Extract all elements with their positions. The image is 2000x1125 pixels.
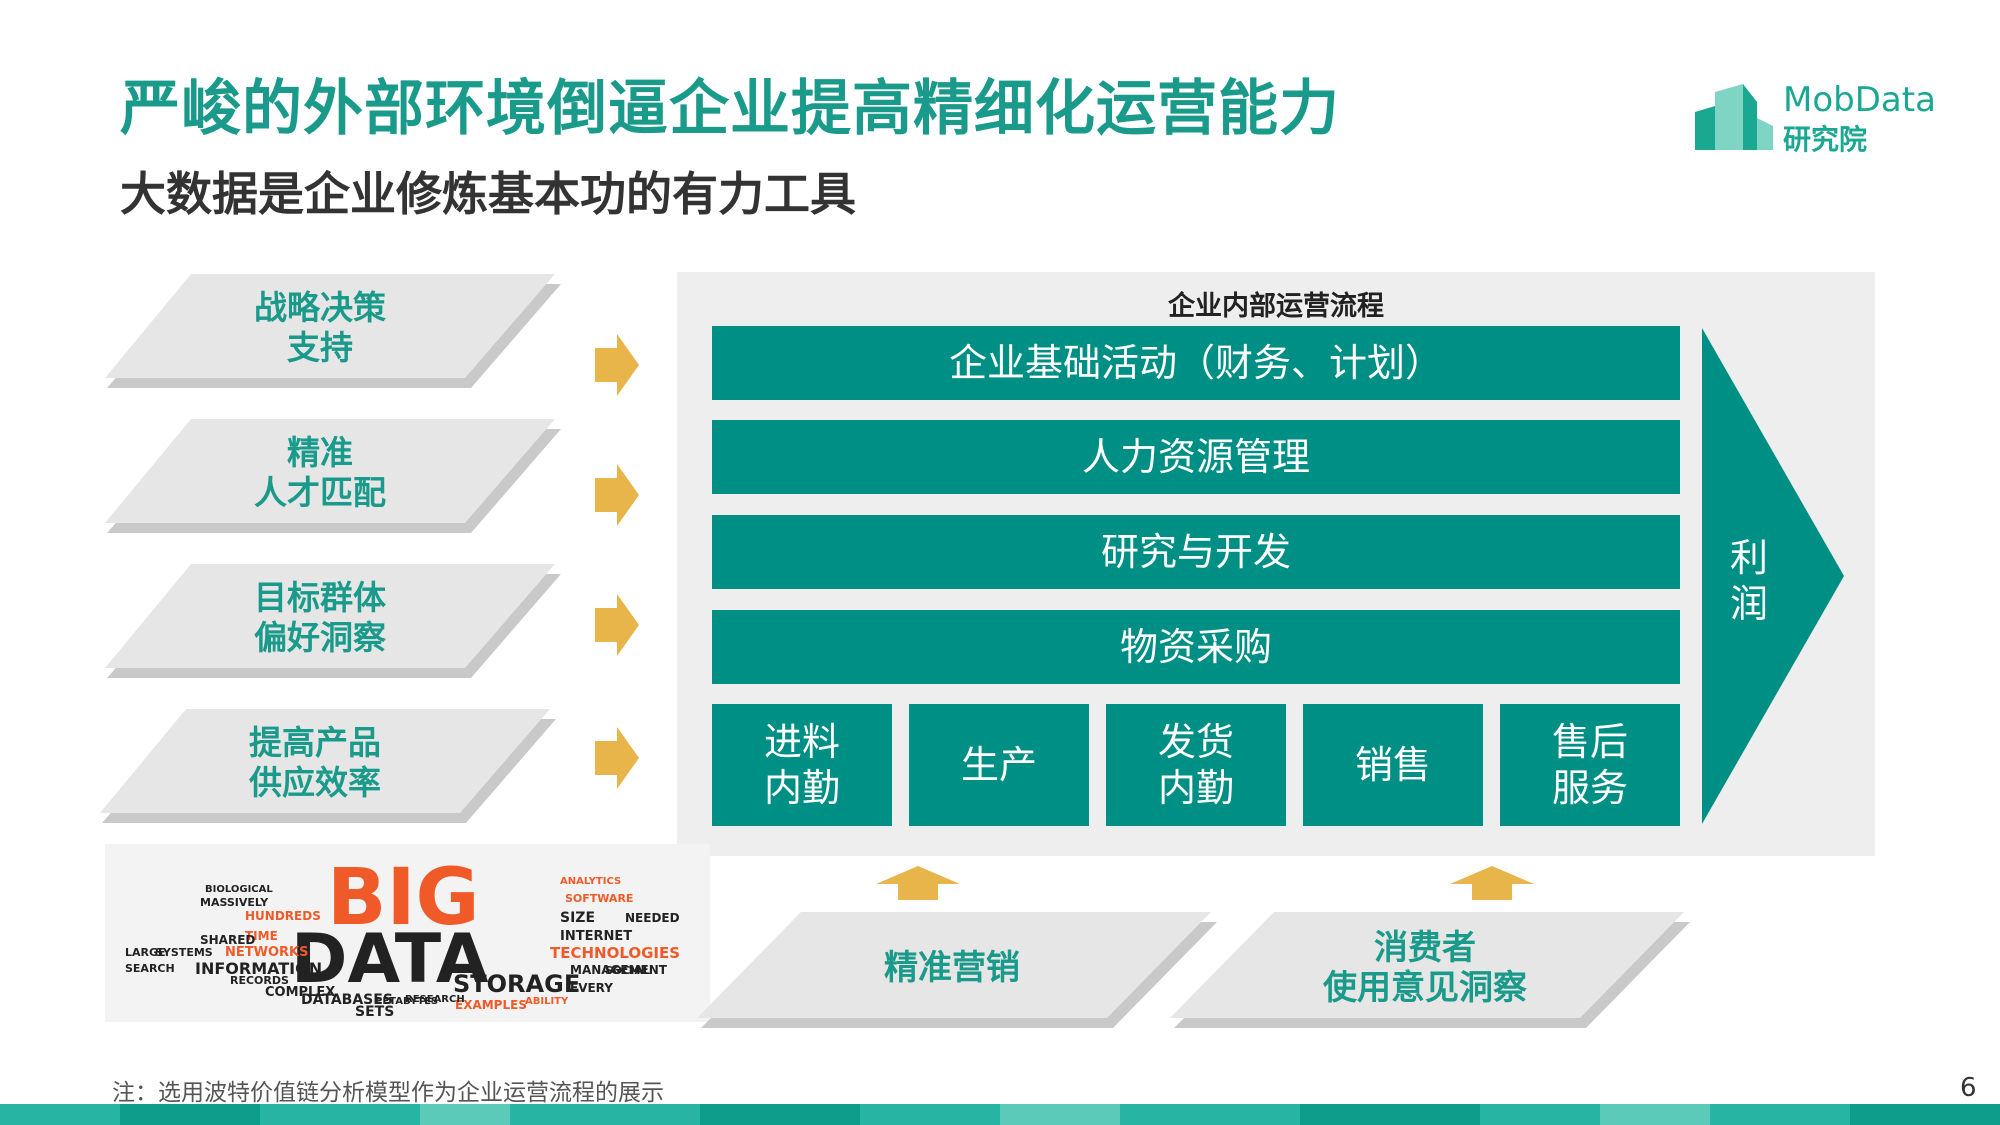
card-shape: [100, 709, 556, 823]
card-consumer-insight: 消费者 使用意见洞察: [1170, 912, 1690, 1028]
card-shape: [105, 419, 561, 533]
word-cloud-small-word: RESEARCH: [405, 994, 465, 1005]
box-line1: 销售: [1354, 743, 1431, 787]
card-strategy: 战略决策 支持: [105, 274, 561, 388]
primary-service: 售后服务: [1500, 704, 1680, 826]
word-cloud-small-word: ANALYTICS: [560, 876, 621, 887]
primary-outbound-logistics: 发货内勤: [1106, 704, 1286, 826]
box-line1: 发货: [1157, 720, 1234, 764]
word-cloud: BIG DATA STORAGE SOFTWARE SIZE NEEDED INTER…: [125, 853, 680, 1020]
word-cloud-small-word: SOFTWARE: [565, 892, 633, 905]
profit-label: 利 润: [1718, 535, 1780, 627]
word-cloud-small-word: INTERNET: [560, 929, 632, 944]
card-label-line1: 目标群体: [254, 578, 386, 617]
word-cloud-small-word: MASSIVELY: [200, 896, 269, 909]
word-data: DATA: [291, 920, 489, 999]
word-cloud-small-word: SHARED: [200, 933, 255, 947]
word-cloud-small-word: LARGE: [125, 946, 166, 959]
box-line2: 服务: [1551, 766, 1628, 810]
bcard-label-line2: 使用意见洞察: [1323, 968, 1527, 1008]
word-storage: STORAGE: [453, 970, 580, 998]
support-activity-hr: 人力资源管理: [712, 420, 1680, 494]
profit-line2: 润: [1729, 582, 1768, 626]
card-shape: [697, 912, 1217, 1028]
card-shape: [1170, 912, 1690, 1028]
card-shape: [105, 274, 561, 388]
profit-arrow-shape: [1702, 328, 1844, 824]
word-cloud-small-word: PETABYTES: [375, 996, 438, 1007]
word-cloud-small-word: SIZE: [560, 910, 595, 926]
arrow-right-icon: [595, 727, 639, 789]
card-label-line2: 供应效率: [249, 763, 381, 802]
box-line1: 进料: [763, 720, 840, 764]
card-label-line2: 人才匹配: [254, 473, 386, 512]
word-cloud-small-word: ABILITY: [525, 996, 569, 1007]
logo: [1695, 82, 1775, 152]
box-line1: 售后: [1551, 720, 1628, 764]
bcard-label-line1: 精准营销: [884, 948, 1020, 988]
card-label-line2: 支持: [287, 328, 353, 367]
card-label-line2: 偏好洞察: [254, 618, 386, 657]
card-label-line1: 精准: [287, 433, 353, 472]
word-cloud-small-word: INFORMATION: [195, 959, 322, 978]
box-line1: 生产: [960, 743, 1037, 787]
logo-name: MobData: [1783, 80, 1936, 120]
logo-subname: 研究院: [1783, 123, 1868, 156]
box-line2: 内勤: [1157, 766, 1234, 810]
card-precision-marketing: 精准营销: [697, 912, 1217, 1028]
support-activity-rnd: 研究与开发: [712, 515, 1680, 589]
panel-title: 企业内部运营流程: [1168, 291, 1384, 322]
word-cloud-small-word: MANAGEMENT: [570, 963, 668, 977]
big-data-word-cloud-image: BIG DATA STORAGE SOFTWARE SIZE NEEDED INTER…: [105, 844, 710, 1022]
word-cloud-small-word: DATABASES: [301, 992, 393, 1008]
card-shape: [105, 564, 561, 678]
arrow-up-icon: [876, 866, 960, 900]
arrow-up-icon: [1450, 866, 1534, 900]
word-cloud-small-word: SOCIAL: [605, 964, 650, 977]
word-cloud-small-word: EVERY: [570, 981, 613, 995]
word-cloud-small-word: NETWORKS: [225, 945, 308, 960]
word-cloud-small-word: EXAMPLES: [455, 998, 527, 1012]
page-subtitle: 大数据是企业修炼基本功的有力工具: [120, 167, 856, 221]
card-talent: 精准 人才匹配: [105, 419, 561, 533]
word-cloud-small-word: SEARCH: [125, 962, 175, 975]
primary-operations: 生产: [909, 704, 1089, 826]
word-cloud-small-word: SYSTEMS: [155, 946, 213, 959]
bcard-label-line1: 消费者: [1374, 928, 1476, 968]
word-cloud-small-word: BIOLOGICAL: [205, 884, 273, 895]
card-label-line1: 提高产品: [249, 723, 381, 762]
support-activity-infrastructure: 企业基础活动（财务、计划）: [712, 326, 1680, 400]
box-line2: 内勤: [763, 766, 840, 810]
primary-sales: 销售: [1303, 704, 1483, 826]
logo-building-icon: [1695, 84, 1773, 150]
profit-line1: 利: [1729, 536, 1768, 580]
word-cloud-small-word: HUNDREDS: [245, 909, 321, 923]
card-target-group: 目标群体 偏好洞察: [105, 564, 561, 678]
word-cloud-small-word: SETS: [355, 1004, 394, 1020]
arrow-right-icon: [595, 334, 639, 396]
footnote: 注：选用波特价值链分析模型作为企业运营流程的展示: [112, 1080, 664, 1106]
arrow-right-icon: [595, 464, 639, 526]
support-activity-procurement: 物资采购: [712, 610, 1680, 684]
word-cloud-small-word: NEEDED: [625, 911, 680, 925]
word-cloud-small-word: TIME: [245, 929, 278, 943]
arrow-right-icon: [595, 594, 639, 656]
card-supply: 提高产品 供应效率: [100, 709, 556, 823]
page-number: 6: [1960, 1073, 1977, 1103]
word-cloud-small-word: TECHNOLOGIES: [550, 944, 680, 962]
word-cloud-small-word: RECORDS: [230, 974, 289, 987]
card-label-line1: 战略决策: [254, 288, 386, 327]
word-cloud-small-word: COMPLEX: [265, 985, 335, 1000]
word-big: BIG: [327, 853, 480, 943]
page-title: 严峻的外部环境倒逼企业提高精细化运营能力: [120, 74, 1340, 144]
primary-inbound-logistics: 进料内勤: [712, 704, 892, 826]
footer-band: [0, 1104, 2000, 1125]
